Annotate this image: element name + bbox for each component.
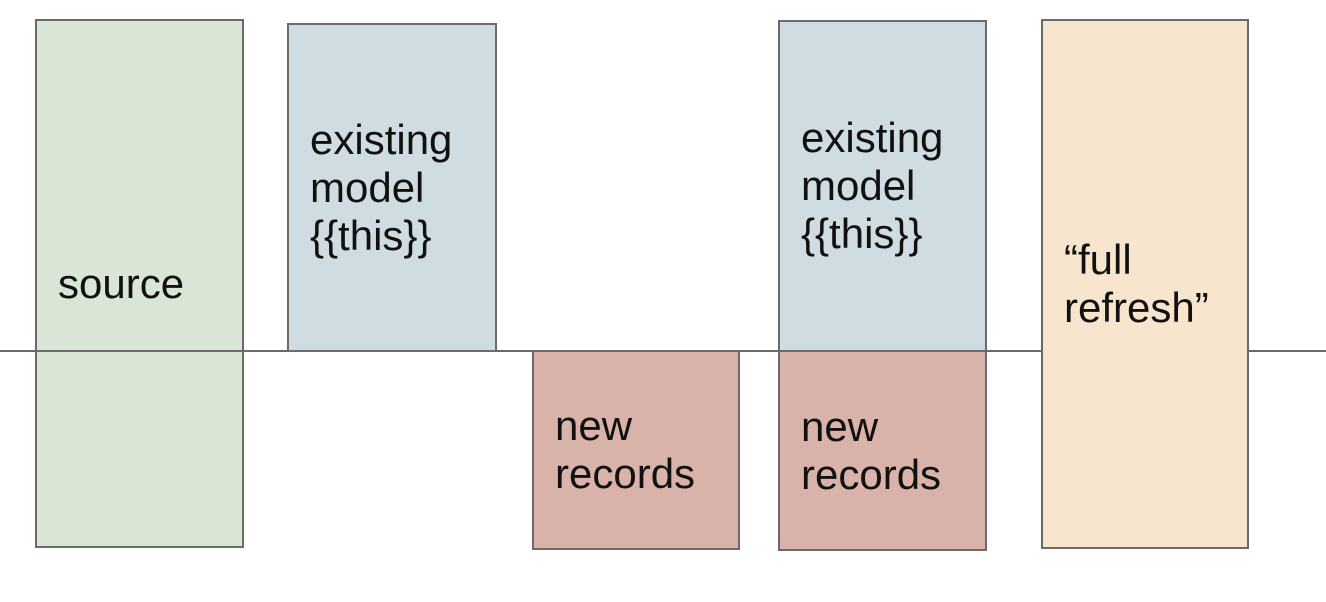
new-records-box-2-label: new records xyxy=(801,402,942,498)
existing-model-box-1: existing model {{this}} xyxy=(287,23,497,352)
source-box: source xyxy=(35,19,244,548)
new-records-box-2: new records xyxy=(778,350,987,551)
existing-model-box-1-label: existing model {{this}} xyxy=(310,115,453,259)
full-refresh-box-label: “full refresh” xyxy=(1064,236,1209,331)
existing-model-box-2: existing model {{this}} xyxy=(778,20,987,352)
new-records-box-1-label: new records xyxy=(555,402,696,497)
existing-model-box-2-label: existing model {{this}} xyxy=(801,114,944,257)
new-records-box-1: new records xyxy=(532,350,740,550)
full-refresh-box: “full refresh” xyxy=(1041,19,1249,549)
source-box-label: source xyxy=(58,259,185,307)
